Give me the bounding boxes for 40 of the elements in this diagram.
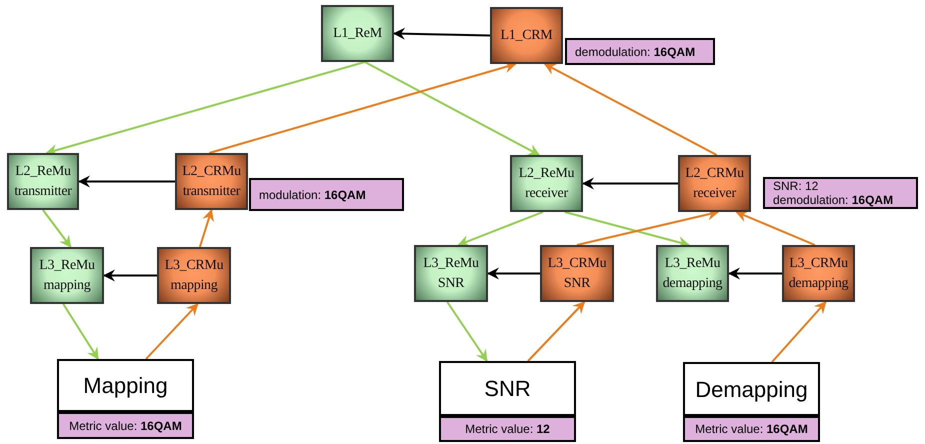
info-box: SNR: 12 demodulation: 16QAM <box>763 177 918 209</box>
arrow <box>46 61 366 156</box>
arrow <box>457 211 544 247</box>
process-box: L2_CRMu receiver <box>678 155 751 212</box>
process-box: L2_ReMu transmitter <box>7 153 79 210</box>
arrow <box>728 268 782 280</box>
arrow <box>771 301 827 363</box>
process-box: L3_CRMu demapping <box>782 245 855 302</box>
metric-value-box: Metric value: 16QAM <box>683 416 820 442</box>
arrow <box>62 303 99 360</box>
process-box: L1_ReM <box>321 5 394 62</box>
arrow <box>446 301 488 362</box>
arrow <box>42 209 72 248</box>
metric-value-box: Metric value: 16QAM <box>57 412 194 439</box>
process-box: L3_ReMu SNR <box>414 245 488 302</box>
process-box: L3_ReMu mapping <box>30 247 104 304</box>
arrow <box>145 303 198 360</box>
info-box: demodulation: 16QAM <box>565 38 715 65</box>
arrow <box>103 270 157 282</box>
arrow <box>735 210 816 246</box>
arrow <box>544 63 718 156</box>
arrow <box>487 268 540 280</box>
process-box: L3_ReMu demapping <box>656 245 729 302</box>
metric-box: SNR <box>439 361 576 416</box>
process-box: L3_CRMu SNR <box>540 245 614 302</box>
metric-box: Demapping <box>683 362 820 416</box>
arrow <box>393 28 490 40</box>
arrow <box>198 209 214 248</box>
arrow <box>78 176 175 188</box>
process-box: L2_CRMu transmitter <box>175 153 248 210</box>
arrow <box>364 61 540 156</box>
process-box: L1_CRM <box>490 7 563 64</box>
process-box: L3_CRMu mapping <box>157 247 231 304</box>
arrow <box>582 178 678 190</box>
metric-box: Mapping <box>57 359 194 412</box>
arrow <box>527 301 586 362</box>
arrow <box>564 211 690 248</box>
process-box: L2_ReMu receiver <box>510 155 583 212</box>
info-box: modulation: 16QAM <box>249 178 404 211</box>
metric-value-box: Metric value: 12 <box>439 416 576 442</box>
